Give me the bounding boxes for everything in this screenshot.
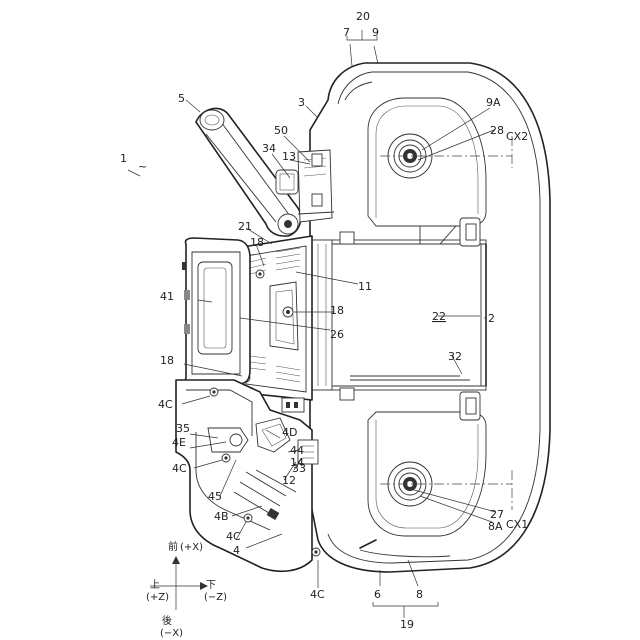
label-4c-4: 4C bbox=[310, 588, 325, 601]
axis-up-sign: (+Z) bbox=[146, 592, 169, 603]
label-13: 13 bbox=[282, 150, 296, 163]
label-8a: 8A bbox=[488, 520, 503, 533]
label-11: 11 bbox=[358, 280, 372, 293]
label-12: 12 bbox=[282, 474, 296, 487]
label-2: 2 bbox=[488, 312, 495, 325]
label-4c-3: 4C bbox=[226, 530, 241, 543]
label-1: 1 bbox=[120, 152, 127, 165]
label-9a: 9A bbox=[486, 96, 501, 109]
label-34: 34 bbox=[262, 142, 276, 155]
blade-throat bbox=[312, 218, 486, 420]
label-28: 28 bbox=[490, 124, 504, 137]
label-21: 21 bbox=[238, 220, 252, 233]
axis-back-sign: (−X) bbox=[160, 628, 183, 639]
label-18-a: 18 bbox=[250, 236, 264, 249]
label-27: 27 bbox=[490, 508, 504, 521]
label-5: 5 bbox=[178, 92, 185, 105]
label-32: 32 bbox=[448, 350, 462, 363]
axis-down: 下 bbox=[206, 580, 216, 591]
label-50: 50 bbox=[274, 124, 288, 137]
axis-down-sign: (−Z) bbox=[204, 592, 227, 603]
label-26: 26 bbox=[330, 328, 344, 341]
axis-back: 後 bbox=[162, 614, 172, 627]
label-4c-1: 4C bbox=[158, 398, 173, 411]
direction-indicator: 上 (+Z) 下 (−Z) 前 (+X) 後 (−X) bbox=[146, 540, 227, 639]
label-22: 22 bbox=[432, 310, 446, 323]
label-6: 6 bbox=[374, 588, 381, 601]
label-9: 9 bbox=[372, 26, 379, 39]
label-35: 35 bbox=[176, 422, 190, 435]
label-20: 20 bbox=[356, 10, 370, 23]
label-4: 4 bbox=[233, 544, 240, 557]
label-41: 41 bbox=[160, 290, 174, 303]
label-44: 44 bbox=[290, 444, 304, 457]
label-4b: 4B bbox=[214, 510, 229, 523]
label-cx2: CX2 bbox=[506, 130, 528, 143]
label-3: 3 bbox=[298, 96, 305, 109]
axis-front-sign: (+X) bbox=[180, 542, 203, 553]
axis-front: 前 bbox=[168, 540, 178, 553]
label-18-b: 18 bbox=[330, 304, 344, 317]
svg-text:~: ~ bbox=[138, 160, 147, 173]
axis-up: 上 bbox=[150, 579, 160, 591]
label-45: 45 bbox=[208, 490, 222, 503]
label-8: 8 bbox=[416, 588, 423, 601]
label-19: 19 bbox=[400, 618, 414, 631]
label-4d: 4D bbox=[282, 426, 297, 439]
battery-pack bbox=[182, 238, 250, 384]
label-7: 7 bbox=[343, 26, 350, 39]
label-18-c: 18 bbox=[160, 354, 174, 367]
label-4e: 4E bbox=[172, 436, 186, 449]
label-4c-2: 4C bbox=[172, 462, 187, 475]
label-33: 33 bbox=[292, 462, 306, 475]
label-cx1: CX1 bbox=[506, 518, 528, 531]
